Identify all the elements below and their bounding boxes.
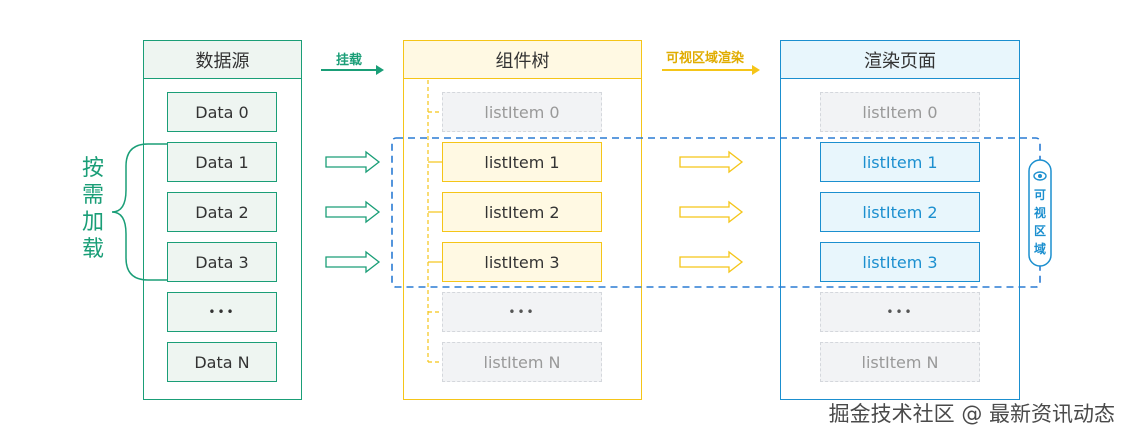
on-demand-char-2: 需 xyxy=(81,183,104,208)
visible-area-label: 可 视 区 域 xyxy=(1030,186,1050,258)
render-page-panel: 渲染页面 xyxy=(780,40,1020,400)
mount-arrow xyxy=(321,65,384,75)
mount-label: 挂载 xyxy=(336,53,363,68)
watermark: 掘金技术社区 @ 最新资讯动态 xyxy=(828,402,1115,426)
data-item-0: Data 0 xyxy=(167,92,277,132)
visible-render-label: 可视区域渲染 xyxy=(666,51,745,66)
on-demand-char-1: 按 xyxy=(81,156,104,181)
visible-area-char-4: 域 xyxy=(1033,242,1046,256)
render-item-0: listItem 0 xyxy=(820,92,980,132)
render-item-ellipsis: ••• xyxy=(820,292,980,332)
render-item-n: listItem N xyxy=(820,342,980,382)
render-item-1: listItem 1 xyxy=(820,142,980,182)
eye-icon xyxy=(1033,171,1047,181)
visible-area-char-3: 区 xyxy=(1033,224,1046,238)
component-tree-panel: 组件树 xyxy=(403,40,642,400)
tree-item-0: listItem 0 xyxy=(442,92,602,132)
visible-area-char-1: 可 xyxy=(1033,188,1046,202)
visible-render-arrow xyxy=(662,65,760,75)
yellow-hollow-arrows xyxy=(679,150,744,274)
data-item-1: Data 1 xyxy=(167,142,277,182)
on-demand-char-3: 加 xyxy=(81,210,104,235)
tree-item-3: listItem 3 xyxy=(442,242,602,282)
green-hollow-arrows xyxy=(325,150,381,274)
render-page-title: 渲染页面 xyxy=(781,41,1019,79)
visible-area-char-2: 视 xyxy=(1033,206,1046,220)
data-item-3: Data 3 xyxy=(167,242,277,282)
on-demand-label: 按 需 加 载 xyxy=(79,155,107,263)
tree-item-n: listItem N xyxy=(442,342,602,382)
data-item-2: Data 2 xyxy=(167,192,277,232)
data-source-panel: 数据源 xyxy=(143,40,302,400)
render-item-2: listItem 2 xyxy=(820,192,980,232)
data-item-ellipsis: ••• xyxy=(167,292,277,332)
tree-item-ellipsis: ••• xyxy=(442,292,602,332)
data-source-title: 数据源 xyxy=(144,41,301,79)
component-tree-title: 组件树 xyxy=(404,41,641,79)
visible-area-pill xyxy=(1028,159,1052,267)
data-item-n: Data N xyxy=(167,342,277,382)
on-demand-brace xyxy=(111,143,167,281)
on-demand-char-4: 载 xyxy=(81,237,104,262)
render-item-3: listItem 3 xyxy=(820,242,980,282)
tree-item-2: listItem 2 xyxy=(442,192,602,232)
tree-branches xyxy=(428,111,442,363)
tree-item-1: listItem 1 xyxy=(442,142,602,182)
